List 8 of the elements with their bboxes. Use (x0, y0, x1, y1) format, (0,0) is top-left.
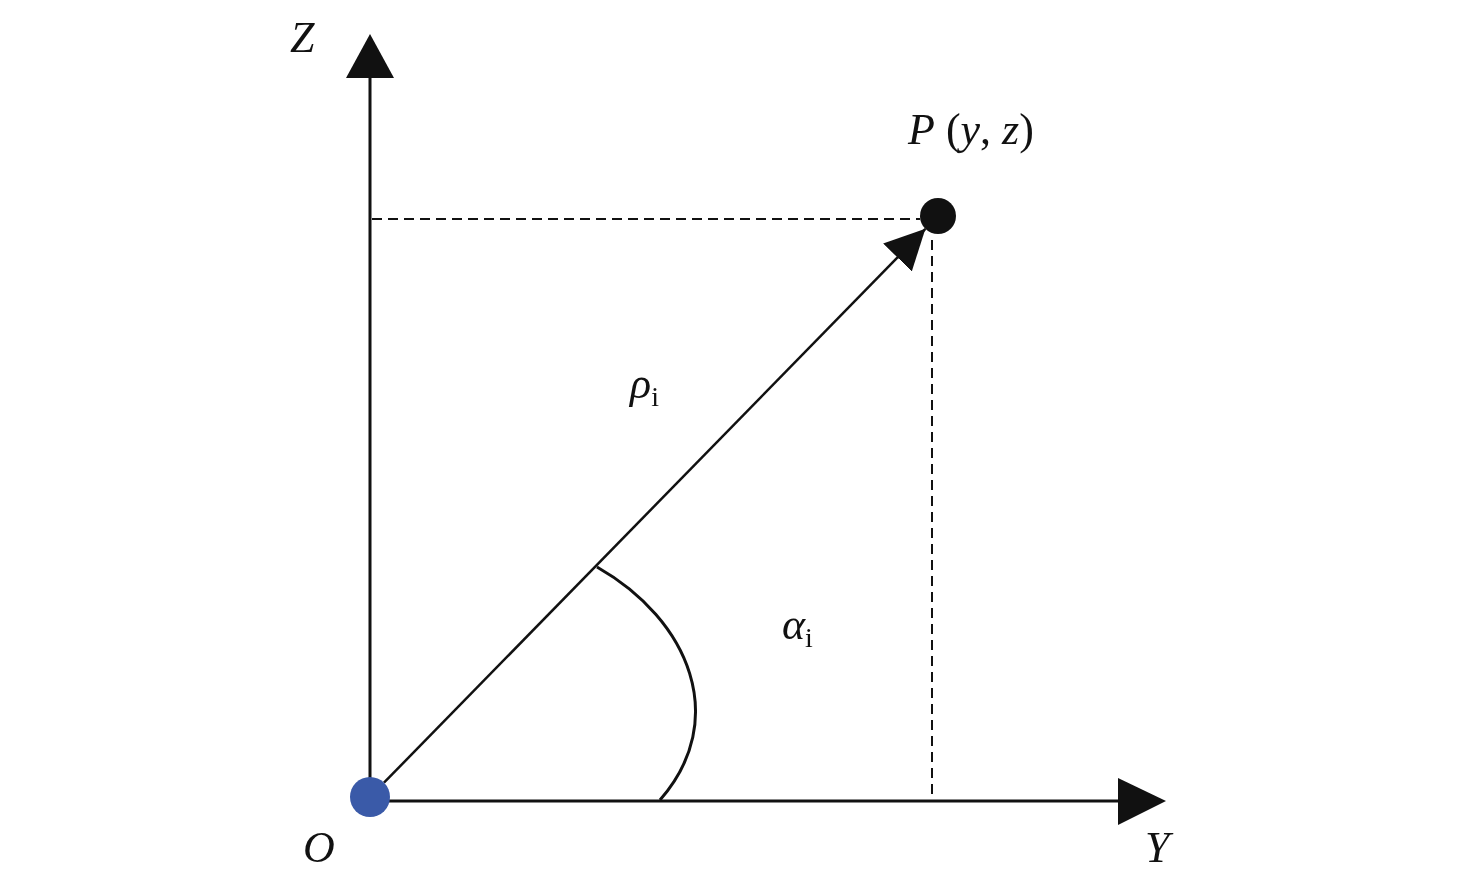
point-label: O (303, 826, 335, 870)
arrow (383, 228, 927, 784)
math-symbol: α$_{i}$ (782, 603, 813, 653)
axis-label: Z (290, 16, 315, 60)
math-symbol: ρ$_{i}$ (630, 362, 659, 412)
point-label: P (y, z) (908, 108, 1034, 152)
point-dot (350, 777, 390, 817)
point-dot (920, 198, 956, 234)
